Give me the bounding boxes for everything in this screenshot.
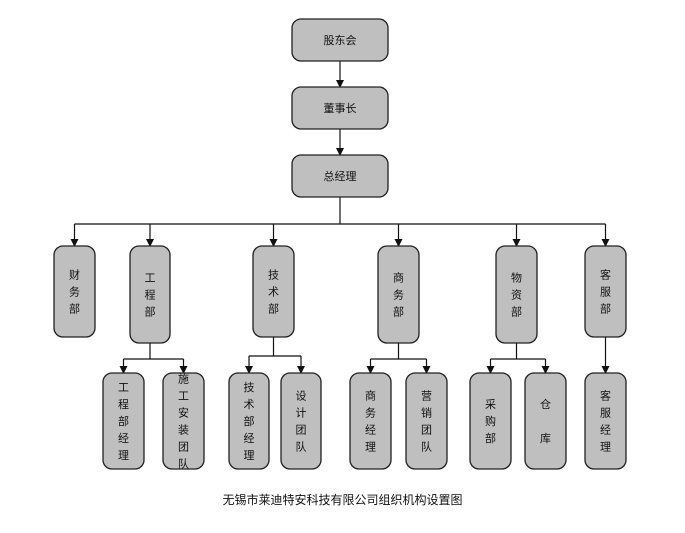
org-node-gudonghui: 股东会	[291, 18, 389, 62]
org-node-label: 技术部经理	[244, 381, 255, 462]
org-node-label: 物资部	[511, 271, 522, 319]
org-node-box	[291, 86, 389, 130]
org-node-jishubujingli: 技术部经理	[228, 372, 270, 470]
org-node-box	[162, 372, 205, 470]
org-node-box	[405, 372, 448, 470]
org-node-box	[349, 372, 392, 470]
connector-zongjingli	[70, 197, 610, 247]
org-node-label: 商务部	[393, 271, 404, 319]
org-node-wuzibu: 物资部	[495, 245, 538, 344]
org-node-label: 工程部经理	[118, 381, 129, 462]
connector-shangwubu	[366, 343, 431, 374]
org-node-label: 工程部	[145, 272, 156, 319]
org-node-label: 商务经理	[365, 389, 376, 454]
org-node-box	[524, 372, 567, 470]
org-node-label: 施工安装团队	[178, 373, 189, 471]
chart-caption: 无锡市莱迪特安科技有限公司组织机构设置图	[222, 493, 463, 507]
org-node-box	[291, 18, 389, 62]
org-node-kefubu: 客服部	[584, 245, 627, 338]
org-node-jishubu: 技术部	[252, 245, 295, 338]
org-node-box	[252, 245, 295, 338]
org-node-box	[377, 245, 420, 344]
org-node-gongchengbujingli: 工程部经理	[102, 372, 145, 470]
org-node-gongchengbu: 工程部	[129, 245, 171, 344]
org-node-shangwujingli: 商务经理	[349, 372, 392, 470]
org-node-box	[469, 372, 512, 470]
org-node-label: 董事长	[324, 102, 357, 115]
org-node-box	[495, 245, 538, 344]
org-node-dongshizhang: 董事长	[291, 86, 389, 130]
org-node-label: 财务部	[69, 268, 80, 316]
org-node-box	[584, 245, 627, 338]
org-node-caigoubu: 采购部	[469, 372, 512, 470]
org-node-shangwubu: 商务部	[377, 245, 420, 344]
org-node-shejituandui: 设计团队	[280, 372, 322, 470]
org-node-label: 客服经理	[600, 389, 611, 454]
connector-wuzibu	[486, 343, 550, 374]
org-node-cangku: 仓库	[524, 372, 567, 470]
org-node-label: 设计团队	[296, 390, 307, 454]
org-node-box	[102, 372, 145, 470]
connector-jishubu	[245, 337, 305, 374]
org-node-box	[228, 372, 270, 470]
org-node-box	[280, 372, 322, 470]
org-node-box	[584, 372, 627, 470]
org-node-label: 技术部	[268, 269, 279, 316]
org-node-shigonganzhuangtuandui: 施工安装团队	[162, 372, 205, 471]
org-node-yingxiaotuandui: 营销团队	[405, 372, 448, 470]
org-node-label: 总经理	[324, 169, 357, 183]
org-node-label: 采购部	[485, 398, 496, 445]
org-node-kefujingli: 客服经理	[584, 372, 627, 470]
connector-gongchengbu	[119, 343, 188, 374]
org-node-label: 股东会	[324, 34, 357, 47]
org-node-box	[291, 154, 389, 198]
org-node-label: 客服部	[600, 268, 611, 316]
org-node-box	[53, 245, 96, 338]
org-node-label: 仓库	[540, 397, 551, 445]
org-node-caiwubu: 财务部	[53, 245, 96, 338]
org-node-zongjingli: 总经理	[291, 154, 389, 198]
org-node-box	[129, 245, 171, 344]
org-node-label: 营销团队	[421, 389, 432, 454]
